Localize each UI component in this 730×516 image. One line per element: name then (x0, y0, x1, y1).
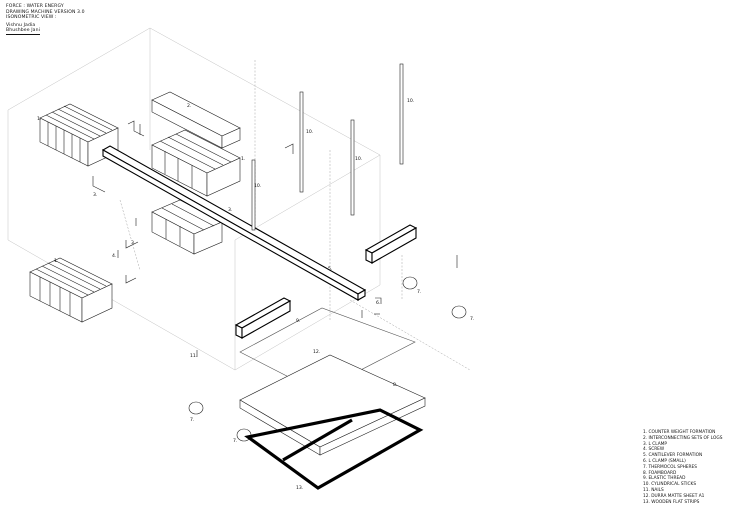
cylindrical-sticks (251, 63, 404, 231)
author-name-2: Bhushbee Jani (6, 28, 40, 36)
legend-item: 7. THERMOCOL SPHERES (643, 464, 697, 470)
legend-item: 9. ELASTIC THREAD (643, 476, 686, 482)
callout-11: 11. (190, 353, 197, 359)
callout-8: 8. (393, 382, 397, 388)
legend-item: 1. COUNTER WEIGHT FORMATION (643, 430, 716, 435)
callout-10d: 10. (254, 183, 261, 189)
l-clamps (92, 120, 382, 304)
legend-item: 5. CANTILEVER FORMATION (643, 453, 703, 459)
callout-3a: 3. (93, 192, 97, 198)
author-name-1: Vishnu Jadia (6, 22, 36, 28)
callout-10c: 10. (355, 156, 362, 162)
callout-12: 12. (313, 349, 320, 355)
callout-1c: 1. (241, 156, 245, 162)
callout-10a: 10. (407, 98, 414, 104)
counterweight-logs-top-left (39, 103, 119, 167)
legend-item: 10. CYLINDRICAL STICKS (643, 482, 697, 488)
callout-2: 2. (187, 103, 191, 109)
callout-1a: 1. (37, 116, 41, 122)
legend-item: 2. INTERCONNECTING SETS OF LOGS (643, 435, 723, 441)
callout-5: 5. (328, 266, 332, 272)
callout-7d: 7. (233, 438, 237, 444)
legend-item: 11. NAILS (643, 487, 664, 493)
drawing-title: FORCE : WATER ENERGY (6, 4, 64, 9)
counterweight-logs-top-center (151, 91, 241, 197)
callout-7b: 7. (470, 316, 474, 322)
legend-item: 4. SCREW (643, 447, 665, 453)
callout-4: 4. (112, 253, 116, 259)
legend-item: 3. L CLAMP (643, 441, 667, 447)
callout-10b: 10. (306, 129, 313, 135)
legend-item: 12. DURRA MATTE SHEET A1 (643, 493, 705, 499)
callout-3c: 3. (228, 207, 232, 213)
short-cantilever-right (364, 224, 418, 264)
counterweight-logs-center (151, 199, 223, 255)
counterweight-logs-bottom-left (29, 257, 113, 323)
short-cantilever-left (234, 297, 292, 339)
callout-3b: 3. (131, 240, 135, 246)
callout-6: 6. (376, 300, 380, 306)
callout-labels: 1. 1. 2. 1. 3. 3. 4. 3. 5. 6. 7. 7. 7. 7… (37, 98, 474, 491)
screws (117, 124, 458, 357)
callout-7c: 7. (190, 417, 194, 423)
callout-1b: 1. (54, 258, 58, 264)
legend-item: 8. FOAMBOARD (643, 470, 677, 476)
cantilever-beam (101, 145, 367, 301)
legend-item: 6. L CLAMP (SMALL) (643, 458, 686, 464)
wooden-flat-strips (244, 408, 424, 490)
callout-7a: 7. (417, 289, 421, 295)
title-block: FORCE : WATER ENERGY DRAWING MACHINE VER… (6, 4, 85, 36)
drawing-subtitle: DRAWING MACHINE VERSION 3.0 (6, 9, 85, 15)
parts-legend: 1. COUNTER WEIGHT FORMATION 2. INTERCONN… (643, 430, 722, 505)
legend-item: 13. WOODEN FLAT STRIPS (643, 499, 700, 505)
view-label: ISONOMETRIC VIEW : (6, 15, 57, 21)
callout-13: 13. (296, 485, 303, 491)
frame-outline (7, 27, 471, 371)
foamboard (239, 354, 426, 456)
callout-9: 9. (296, 318, 300, 324)
